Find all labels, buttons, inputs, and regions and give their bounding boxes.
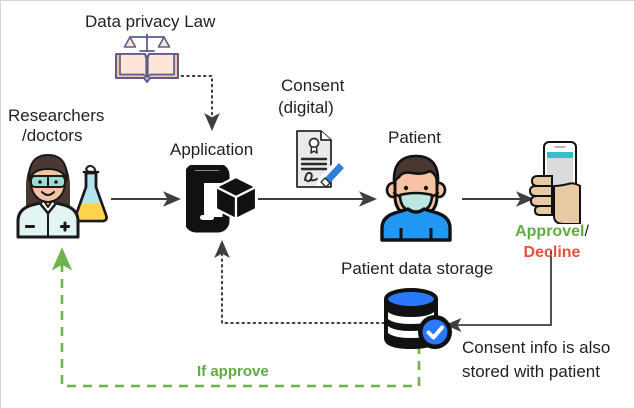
label-data-privacy-law: Data privacy Law — [85, 12, 216, 31]
label-consent-info-line1: Consent info is also — [462, 338, 611, 357]
label-researchers-line2: /doctors — [22, 126, 83, 145]
label-patient-data-storage: Patient data storage — [341, 259, 494, 278]
hand-holding-phone-icon — [528, 141, 581, 224]
mobile-app-icon — [186, 165, 258, 233]
law-book-icon — [115, 33, 179, 83]
patient-person-icon — [380, 154, 452, 242]
label-if-approve: If approve — [197, 363, 269, 380]
if-approve-to-researcher-arrow — [51, 247, 421, 388]
consent-document-icon — [296, 130, 344, 188]
label-researchers-line1: Researchers — [8, 106, 105, 125]
label-consent-line2: (digital) — [278, 98, 334, 117]
label-consent-line1: Consent — [281, 76, 345, 95]
label-application: Application — [170, 140, 254, 159]
label-approve: Approvel — [515, 223, 585, 240]
label-separator: / — [584, 223, 589, 240]
label-consent-info-line2: stored with patient — [462, 362, 600, 381]
label-decline: Decline — [523, 244, 581, 261]
database-to-application-arrow — [214, 240, 385, 324]
flask-part — [74, 164, 108, 223]
label-patient: Patient — [388, 128, 441, 147]
law-to-application-arrow — [175, 75, 220, 131]
database-check-icon — [384, 288, 452, 349]
phone-to-database-arrow — [445, 250, 552, 333]
approve-decline-group: Approvel/ Decline — [494, 221, 610, 263]
researcher-scientist-icon — [16, 154, 108, 239]
